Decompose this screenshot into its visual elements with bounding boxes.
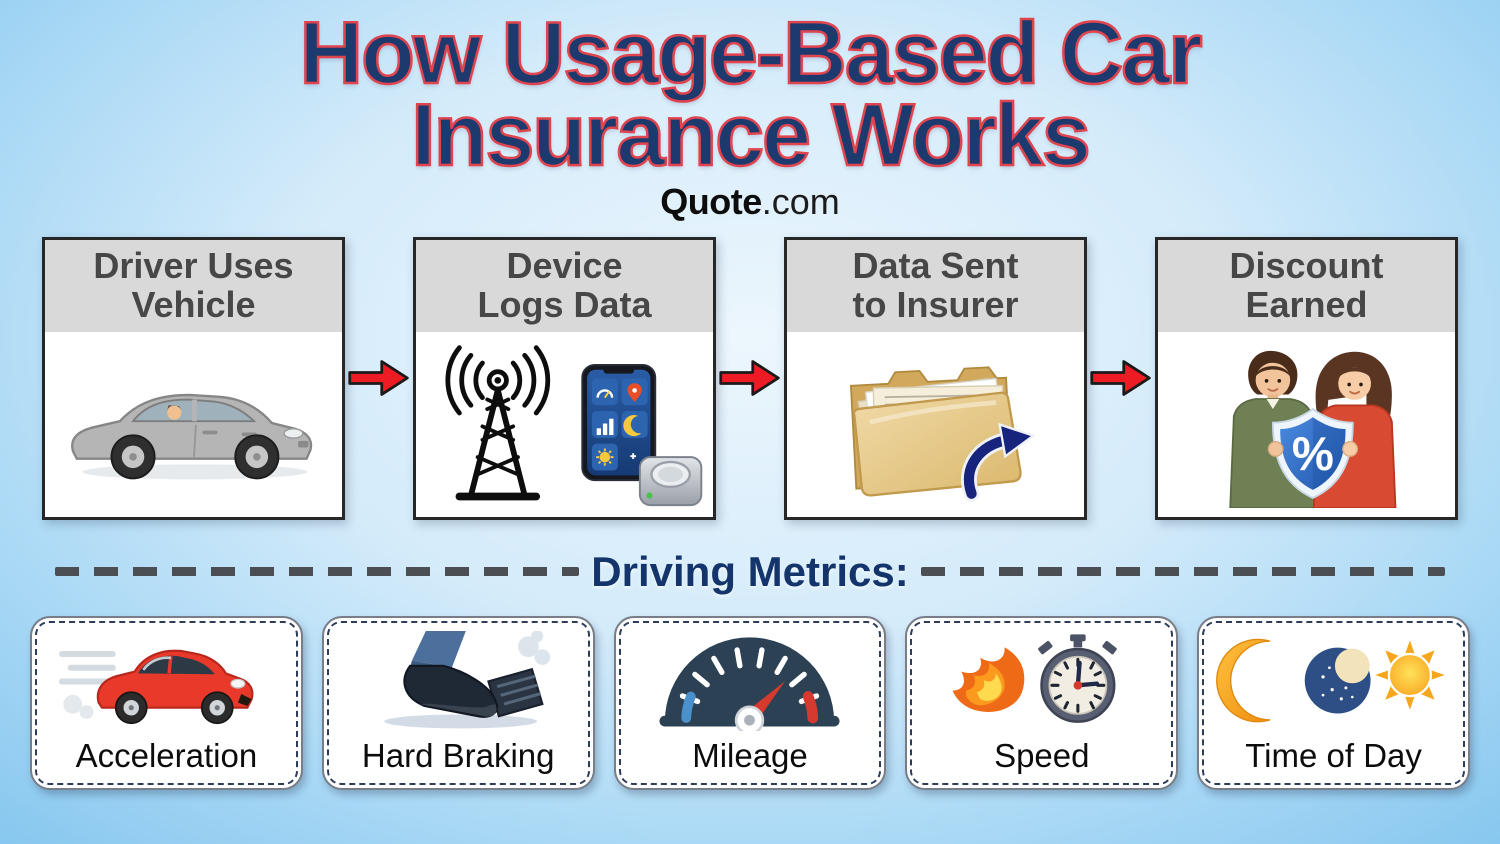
dashed-divider-right: [920, 567, 1445, 577]
step-title-line-2: to Insurer: [852, 283, 1019, 325]
speeding-red-car-icon: [58, 649, 254, 724]
metrics-heading-title: Driving Metrics:: [591, 547, 909, 595]
step-title-line-1: Device: [506, 244, 623, 286]
metrics-heading-row: Driving Metrics:: [55, 548, 1445, 596]
step-title: Device Logs Data: [416, 239, 713, 332]
red-arrow-right-icon: [348, 360, 409, 396]
metric-illustration-area: [358, 618, 558, 737]
step-title-line-2: Vehicle: [131, 283, 256, 325]
folder-with-upload-arrow-icon: [849, 366, 1036, 502]
metric-label: Hard Braking: [361, 736, 555, 774]
step-title-line-2: Earned: [1245, 283, 1368, 325]
metric-label: Time of Day: [1245, 736, 1422, 774]
brand-name: Quote: [660, 180, 762, 222]
couple-holding-percent-shield-icon: %: [1229, 351, 1397, 509]
gray-sedan-with-driver-icon: [70, 393, 312, 480]
speedometer-gauge-icon: [659, 637, 841, 732]
flow-arrow-1: [345, 237, 413, 520]
step-title-line-1: Driver Uses: [93, 244, 294, 286]
metric-label: Speed: [994, 736, 1090, 774]
process-flow: Driver Uses Vehicle: [42, 236, 1458, 520]
step-title: Data Sent to Insurer: [787, 239, 1084, 332]
step-data-sent-to-insurer: Data Sent to Insurer: [784, 236, 1087, 520]
flaming-stopwatch-icon: [952, 634, 1117, 724]
page-title-line-2: Insurance Works: [410, 84, 1092, 184]
red-arrow-right-icon: [719, 360, 780, 396]
step-illustration-area: %: [1158, 331, 1455, 517]
red-arrow-right-icon: [1090, 360, 1151, 396]
header: How Usage-Based Car Insurance Works Quot…: [0, 0, 1500, 223]
metric-card-mileage: Mileage: [613, 615, 887, 790]
driving-metrics-row: Acceleration Hard Braking: [30, 615, 1470, 790]
step-title-line-2: Logs Data: [477, 283, 652, 325]
step-discount-earned: Discount Earned: [1155, 236, 1458, 520]
foot-on-brake-pedal-icon: [384, 631, 551, 729]
metric-illustration-area: [940, 618, 1144, 737]
step-illustration-area: [45, 331, 342, 517]
page-title-line-1: How Usage-Based Car: [298, 3, 1203, 102]
moon-night-moon-sun-icon: [1215, 638, 1445, 723]
metric-card-speed: Speed: [905, 615, 1179, 790]
flow-arrow-2: [716, 237, 784, 520]
metric-label: Mileage: [692, 736, 808, 774]
dashed-divider-left: [55, 567, 580, 577]
brand-logo: Quote.com: [0, 181, 1500, 223]
metric-illustration-area: [647, 618, 852, 737]
step-illustration-area: [787, 331, 1084, 517]
step-illustration-area: [416, 331, 713, 517]
flow-arrow-3: [1087, 237, 1155, 520]
metric-illustration-area: [1215, 618, 1453, 737]
metric-card-hard-braking: Hard Braking: [321, 615, 595, 790]
metric-label: Acceleration: [75, 736, 258, 774]
step-title: Driver Uses Vehicle: [45, 239, 342, 332]
step-title-line-1: Discount: [1229, 244, 1384, 286]
page-title: How Usage-Based Car Insurance Works: [0, 3, 1500, 184]
step-driver-uses-vehicle: Driver Uses Vehicle: [42, 236, 345, 520]
step-device-logs-data: Device Logs Data: [413, 236, 716, 520]
step-title-line-1: Data Sent: [852, 244, 1019, 286]
step-title: Discount Earned: [1158, 239, 1455, 332]
brand-domain-suffix: .com: [761, 180, 840, 222]
radio-tower-phone-telematics-device-icon: [444, 345, 702, 507]
svg-text:%: %: [1292, 428, 1334, 481]
metric-card-acceleration: Acceleration: [30, 615, 303, 790]
metric-card-time-of-day: Time of Day: [1197, 615, 1470, 790]
metric-illustration-area: [58, 618, 274, 737]
